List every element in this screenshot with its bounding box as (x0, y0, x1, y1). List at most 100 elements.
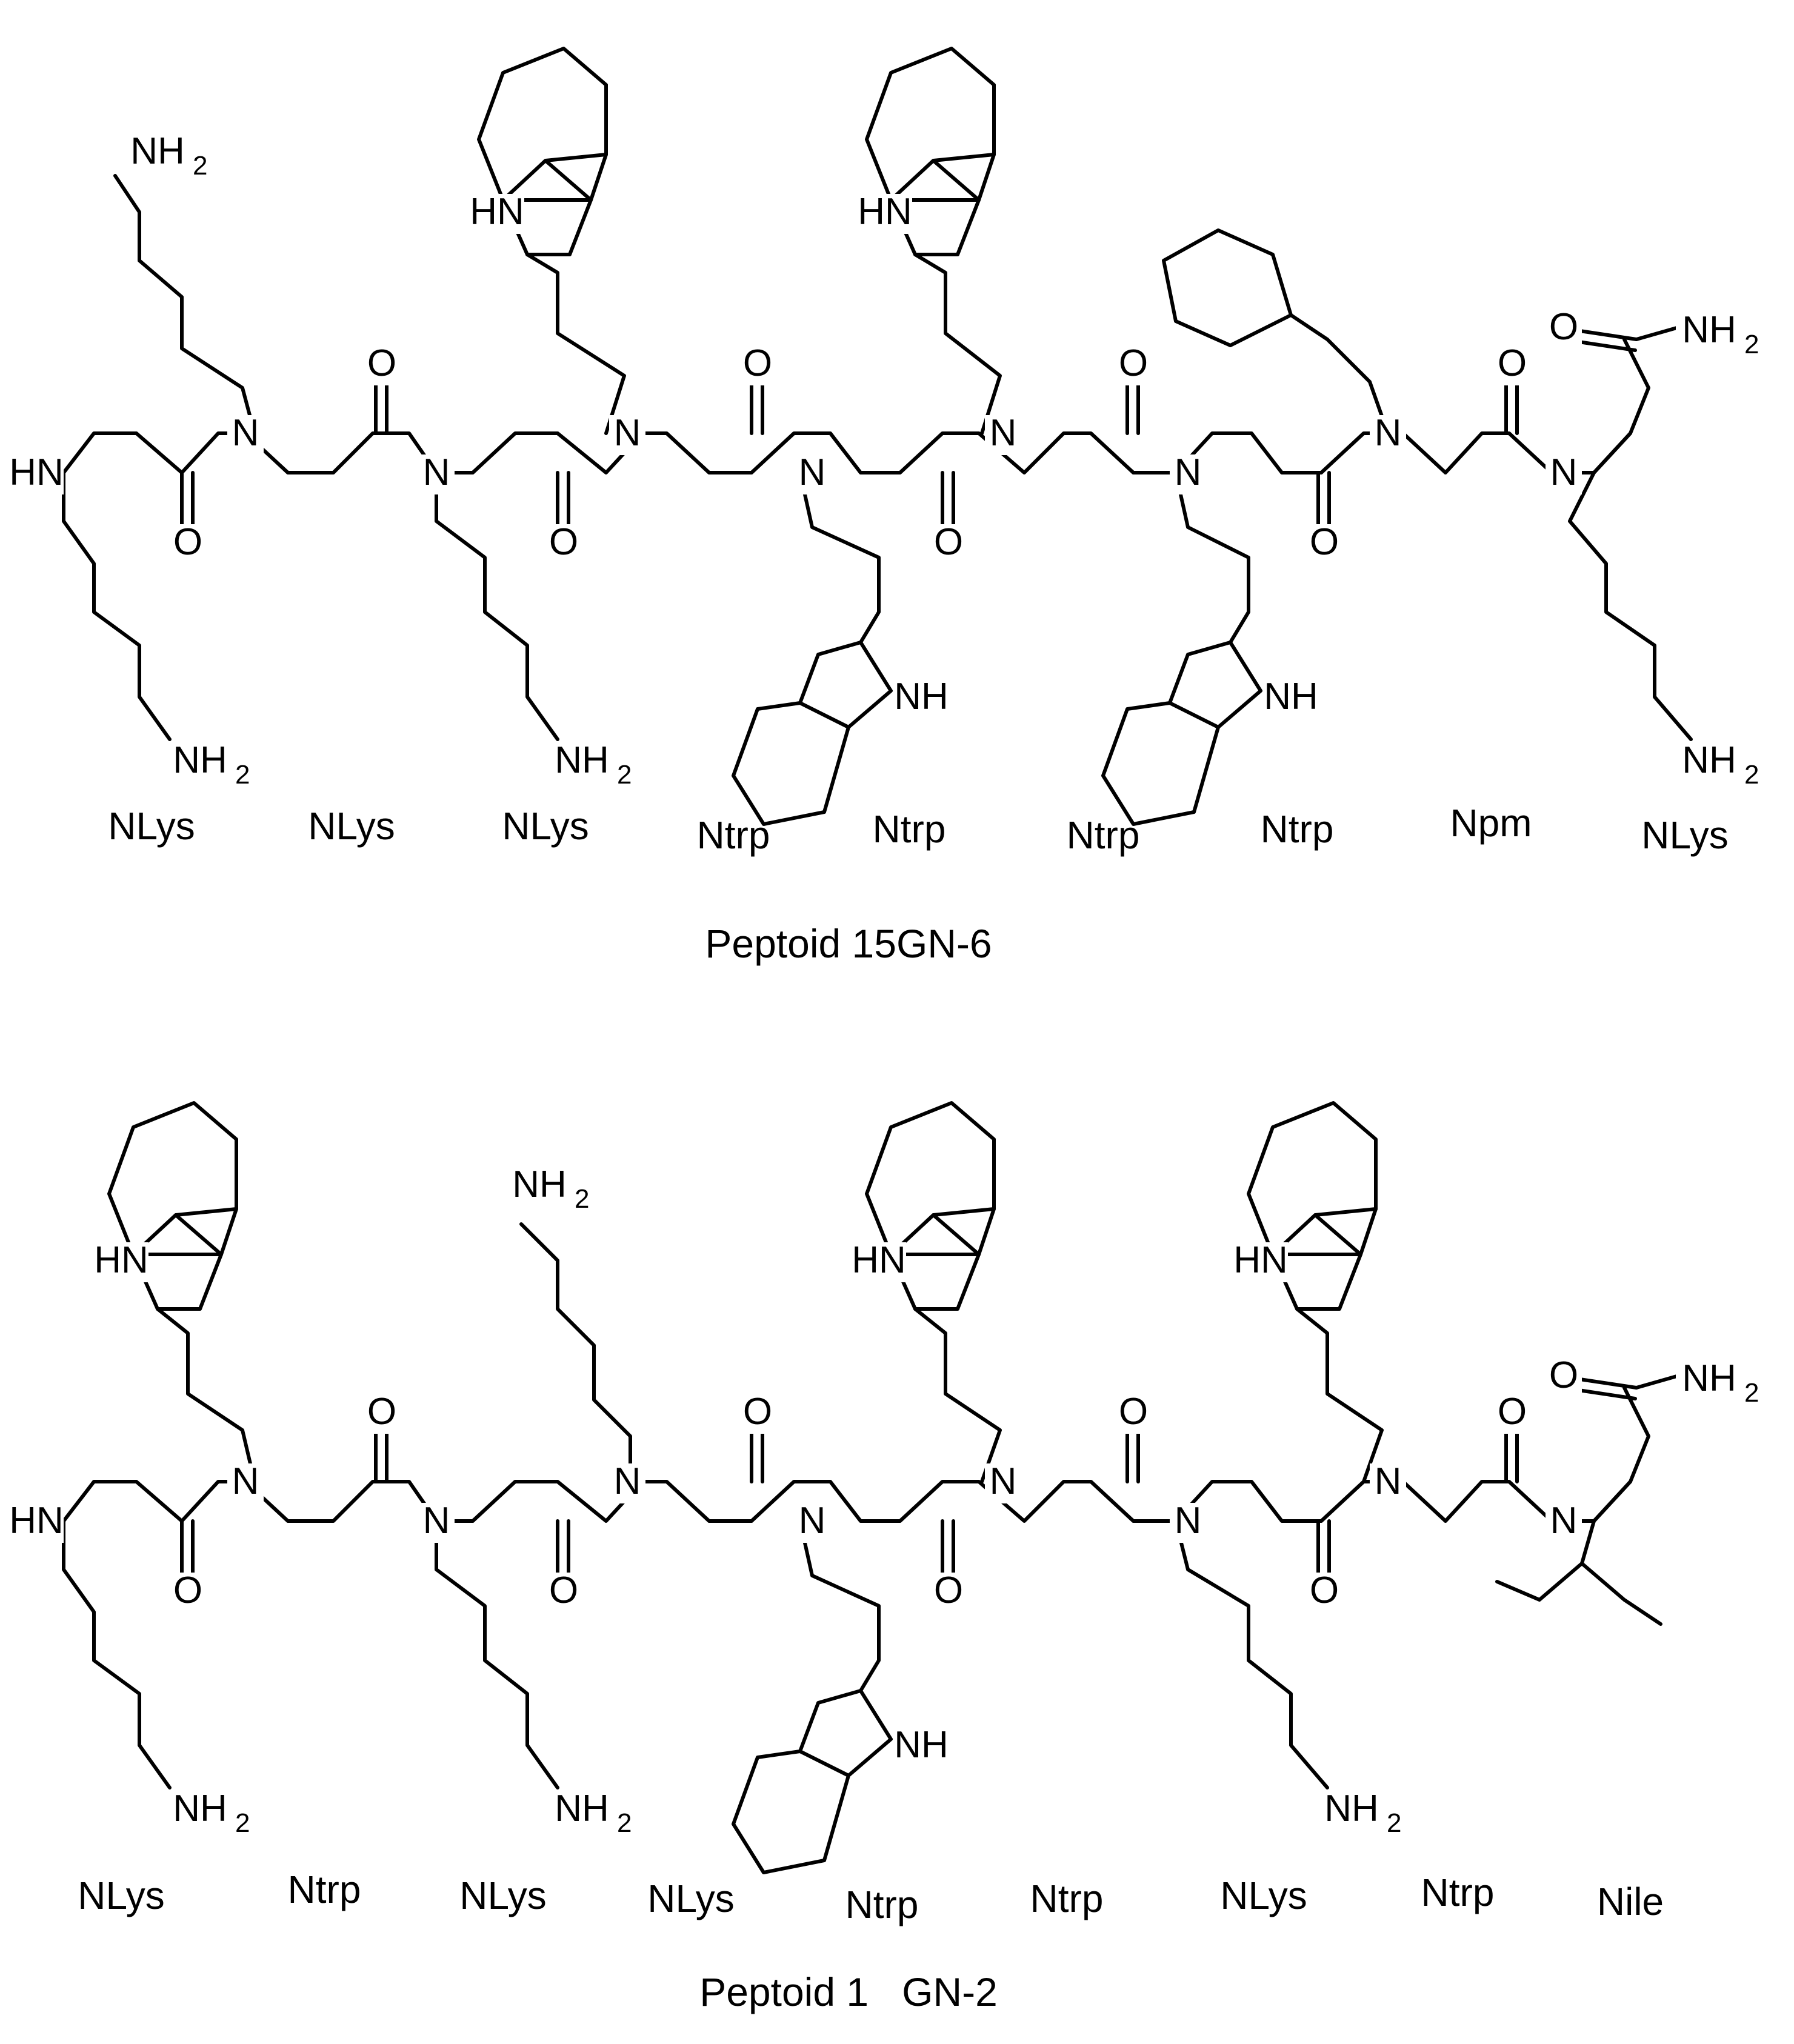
oxygen-label: O (743, 342, 772, 384)
subscript-2: 2 (1387, 1808, 1401, 1838)
label-mask (9, 1503, 64, 1543)
subscript-2: 2 (1744, 760, 1759, 790)
nh2-label: NH (130, 130, 185, 172)
label-mask (1494, 1394, 1530, 1434)
label-mask (739, 345, 776, 385)
oxygen-label: O (549, 1570, 578, 1611)
label-mask (1306, 1573, 1342, 1613)
nh2-label: NH (1682, 1357, 1736, 1399)
label-mask (545, 524, 582, 564)
label-mask (1546, 1357, 1582, 1397)
oxygen-label: O (1119, 1391, 1148, 1433)
residue-label: NLys (502, 804, 589, 848)
label-mask (418, 454, 455, 494)
nitrogen-label: N (990, 1460, 1017, 1502)
label-mask (930, 524, 967, 564)
nitrogen-label: N (1550, 451, 1578, 493)
label-mask (1318, 1791, 1397, 1833)
residue-label: Ntrp (1067, 813, 1140, 857)
subscript-2: 2 (235, 760, 250, 790)
nitrogen-label: N (1375, 1460, 1402, 1502)
oxygen-label: O (367, 342, 396, 384)
nh-label: NH (1264, 676, 1318, 717)
oxygen-label: O (1310, 1570, 1339, 1611)
nitrogen-label: N (1375, 412, 1402, 454)
hn-label: HN (94, 1239, 148, 1281)
label-mask (418, 1503, 455, 1543)
indole-b4 (732, 1689, 893, 1874)
nh-label: NH (894, 1724, 949, 1766)
hn-label: HN (9, 1500, 64, 1542)
residue-label: NLys (308, 804, 395, 848)
label-mask (894, 679, 949, 719)
residue-label: Ntrp (873, 807, 946, 851)
label-mask (858, 194, 912, 234)
subscript-2: 2 (575, 1184, 589, 1214)
residue-label: NLys (459, 1874, 546, 1917)
residue-label: NLys (108, 804, 195, 848)
label-mask (545, 1573, 582, 1613)
residue-label: Ntrp (1261, 807, 1334, 851)
label-mask (1370, 415, 1406, 455)
phenyl-ring (1162, 228, 1293, 347)
oxygen-label: O (1549, 1354, 1578, 1396)
nitrogen-label: N (799, 1500, 826, 1542)
label-mask (170, 524, 206, 564)
label-mask (1546, 309, 1582, 349)
nitrogen-label: N (232, 412, 259, 454)
nitrogen-label: N (1175, 1500, 1202, 1542)
label-mask (549, 742, 627, 785)
residue-label: Ntrp (1030, 1877, 1104, 1920)
residue-label: NLys (647, 1877, 734, 1920)
label-mask (1115, 1394, 1152, 1434)
subscript-2: 2 (1744, 1378, 1759, 1408)
indole-a3 (732, 641, 893, 826)
label-mask (124, 133, 203, 176)
nh2-label: NH (555, 1788, 609, 1829)
residue-label: Ntrp (288, 1868, 361, 1911)
label-mask (470, 194, 524, 234)
oxygen-label: O (1310, 521, 1339, 563)
label-mask (364, 345, 400, 385)
label-mask (1306, 524, 1342, 564)
label-mask (1370, 1463, 1406, 1503)
nh-label: NH (894, 676, 949, 717)
oxygen-label: O (173, 521, 202, 563)
label-mask (894, 1727, 949, 1767)
hn-label: HN (858, 191, 912, 233)
nh2-label: NH (1682, 739, 1736, 781)
subscript-2: 2 (617, 1808, 632, 1838)
label-mask (794, 454, 830, 494)
oxygen-label: O (743, 1391, 772, 1433)
oxygen-label: O (934, 521, 963, 563)
label-mask (227, 415, 264, 455)
nitrogen-label: N (1175, 451, 1202, 493)
nh2-label: NH (1324, 1788, 1379, 1829)
oxygen-label: O (549, 521, 578, 563)
label-mask (1494, 345, 1530, 385)
label-mask (549, 1791, 627, 1833)
subscript-2: 2 (1744, 330, 1759, 359)
subscript-2: 2 (617, 760, 632, 790)
label-mask (364, 1394, 400, 1434)
residue-label: NLys (78, 1874, 164, 1917)
label-mask (170, 1573, 206, 1613)
label-mask (94, 1242, 148, 1282)
oxygen-label: O (1549, 306, 1578, 348)
label-mask (739, 1394, 776, 1434)
oxygen-label: O (934, 1570, 963, 1611)
label-mask (1170, 454, 1206, 494)
subscript-2: 2 (193, 151, 207, 181)
label-mask (1233, 1242, 1288, 1282)
nitrogen-label: N (799, 451, 826, 493)
peptoid-a-caption: Peptoid 15GN-6 (705, 921, 992, 966)
label-mask (609, 1463, 645, 1503)
hn-label: HN (852, 1239, 906, 1281)
label-mask (852, 1242, 906, 1282)
label-mask (1546, 454, 1582, 494)
nh2-label: NH (555, 739, 609, 781)
nh2-label: NH (173, 1788, 227, 1829)
